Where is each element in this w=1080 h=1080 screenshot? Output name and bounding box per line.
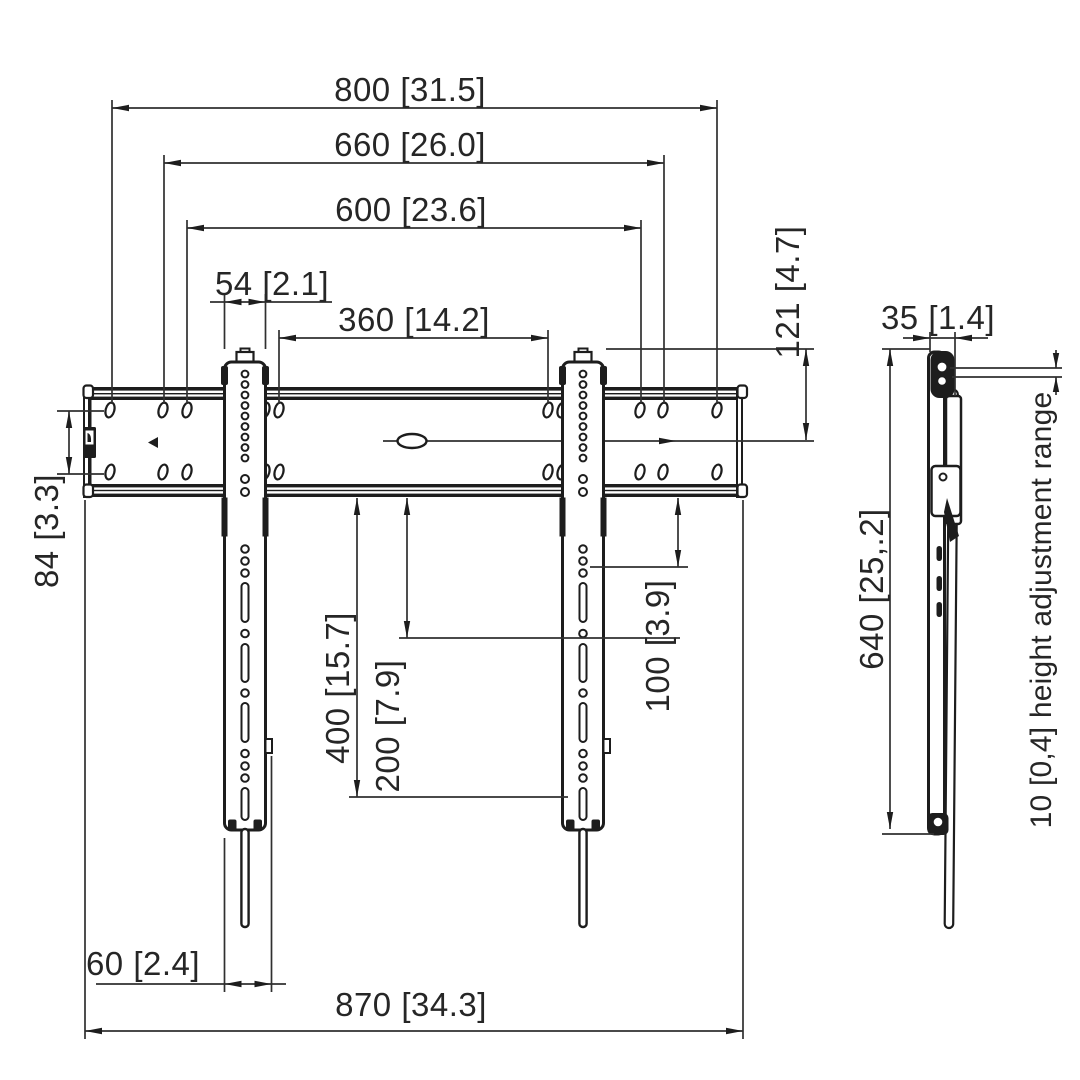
dim-35-label: 35 [1.4]	[881, 299, 995, 336]
dim-100: 100 [3.9]	[590, 498, 688, 712]
rail-bottom-band-thin	[90, 489, 742, 492]
adjustment-screw-icon	[935, 360, 948, 373]
side-wall-plate	[927, 350, 946, 836]
dim-200: 200 [7.9]	[369, 498, 680, 792]
dim-400: 400 [15.7]	[319, 498, 568, 798]
dim-870-label: 870 [34.3]	[335, 986, 487, 1023]
rail-cap-right-lip-bottom	[736, 483, 749, 499]
dim-10-label: 10 [0,4] height adjustment range	[1025, 392, 1058, 829]
rail-cap-right-lip-top	[736, 384, 749, 400]
dim-600: 600 [23.6]	[186, 191, 642, 404]
rail-top-band	[90, 387, 742, 391]
side-slot-1	[936, 546, 942, 561]
dim-121-label: 121 [4.7]	[769, 226, 806, 359]
rail-bottom-band	[90, 484, 742, 488]
dim-640-label: 640 [25,.2]	[853, 508, 890, 669]
dim-800: 800 [31.5]	[111, 71, 718, 404]
side-latch	[930, 464, 962, 542]
dim-60-label: 60 [2.4]	[86, 945, 200, 982]
dim-121: 121 [4.7]	[606, 226, 814, 440]
leader-arrow-icon	[659, 437, 676, 445]
dimension-annotations-side: 35 [1.4] 640 [25,.2] 10 [0,4] height adj…	[853, 299, 1062, 835]
dim-600-label: 600 [23.6]	[335, 191, 487, 228]
side-view: 35 [1.4] 640 [25,.2] 10 [0,4] height adj…	[853, 299, 1062, 930]
dim-100-label: 100 [3.9]	[639, 580, 676, 713]
dim-10-height-adjustment: 10 [0,4] height adjustment range	[950, 350, 1062, 828]
rail-bottom-band-2	[90, 493, 742, 497]
side-slot-2	[936, 576, 942, 591]
side-top-hook	[930, 351, 955, 398]
dim-870: 870 [34.3]	[84, 500, 744, 1039]
dim-400-label: 400 [15.7]	[319, 612, 356, 764]
rail-cap-left-lip-bottom	[82, 483, 95, 499]
dim-360-label: 360 [14.2]	[338, 301, 490, 338]
rail-top-band-2	[90, 396, 742, 400]
dim-35: 35 [1.4]	[881, 299, 995, 396]
dimension-annotations-front: 800 [31.5] 660 [26.0] 600 [23.6]	[28, 71, 814, 1039]
dim-800-label: 800 [31.5]	[334, 71, 486, 108]
dim-54-label: 54 [2.1]	[215, 265, 329, 302]
dim-660-label: 660 [26.0]	[334, 126, 486, 163]
dim-200-label: 200 [7.9]	[369, 660, 406, 793]
side-slot-3	[936, 602, 942, 617]
datum-triangle-marker	[148, 437, 158, 448]
rail-cap-left-lip-top	[82, 384, 95, 400]
rail-center-slot	[396, 432, 428, 450]
dim-660: 660 [26.0]	[163, 126, 665, 404]
dim-84-label: 84 [3.3]	[28, 474, 65, 588]
wall-rail	[82, 384, 814, 499]
adjustment-screw-lower-icon	[938, 377, 946, 385]
dim-54: 54 [2.1]	[210, 265, 332, 349]
side-bottom-foot	[927, 813, 949, 835]
rail-cap-right	[736, 387, 743, 498]
rail-top-band-thin	[90, 393, 742, 395]
front-view: 800 [31.5] 660 [26.0] 600 [23.6]	[28, 71, 814, 1039]
tv-bracket-left	[221, 347, 273, 929]
dim-360: 360 [14.2]	[278, 301, 549, 404]
rail-hook-detail	[83, 427, 96, 458]
dim-640: 640 [25,.2]	[853, 348, 934, 835]
dim-60: 60 [2.4]	[86, 756, 286, 992]
dim-84: 84 [3.3]	[28, 410, 104, 588]
